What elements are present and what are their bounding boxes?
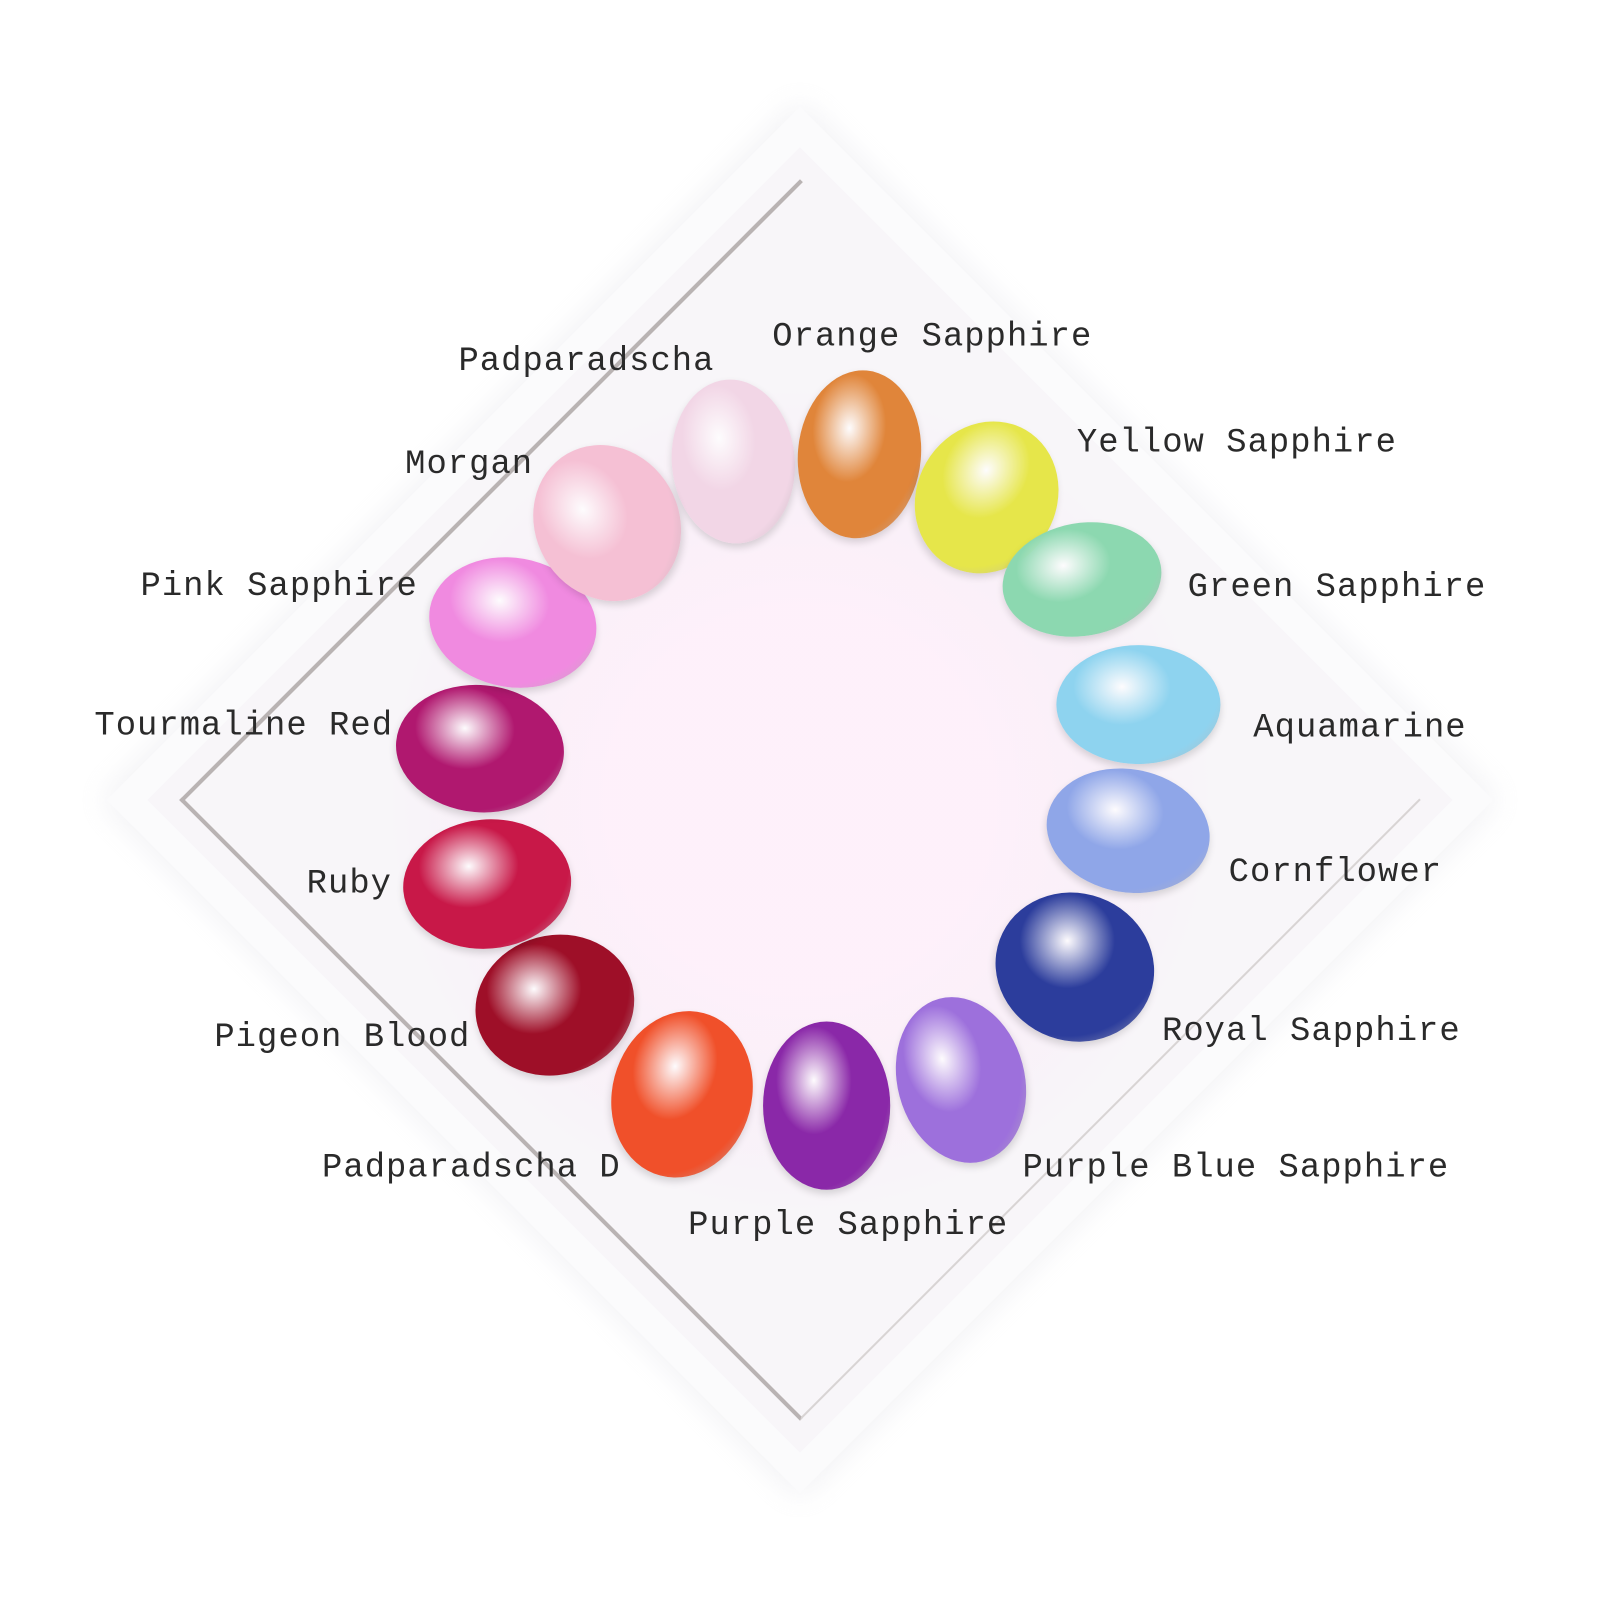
- label-aquamarine: Aquamarine: [1253, 708, 1467, 747]
- label-orange-sapphire: Orange Sapphire: [772, 317, 1093, 356]
- gem-purple-sapphire: [763, 1021, 891, 1190]
- label-green-sapphire: Green Sapphire: [1187, 568, 1487, 607]
- label-cornflower: Cornflower: [1228, 853, 1443, 892]
- label-purple-blue-sapphire: Purple Blue Sapphire: [1022, 1148, 1450, 1187]
- gem-aquamarine: [1056, 645, 1221, 765]
- label-padparadscha: Padparadscha: [458, 342, 715, 381]
- label-pigeon-blood: Pigeon Blood: [214, 1018, 471, 1057]
- label-morgan: Morgan: [405, 445, 534, 484]
- label-royal-sapphire: Royal Sapphire: [1162, 1012, 1461, 1051]
- label-tourmaline-red: Tourmaline Red: [94, 706, 394, 745]
- label-yellow-sapphire: Yellow Sapphire: [1076, 423, 1397, 462]
- label-ruby: Ruby: [306, 864, 393, 903]
- label-purple-sapphire: Purple Sapphire: [688, 1206, 1009, 1245]
- label-pink-sapphire: Pink Sapphire: [140, 567, 418, 606]
- label-padparadscha-d: Padparadscha D: [322, 1148, 621, 1187]
